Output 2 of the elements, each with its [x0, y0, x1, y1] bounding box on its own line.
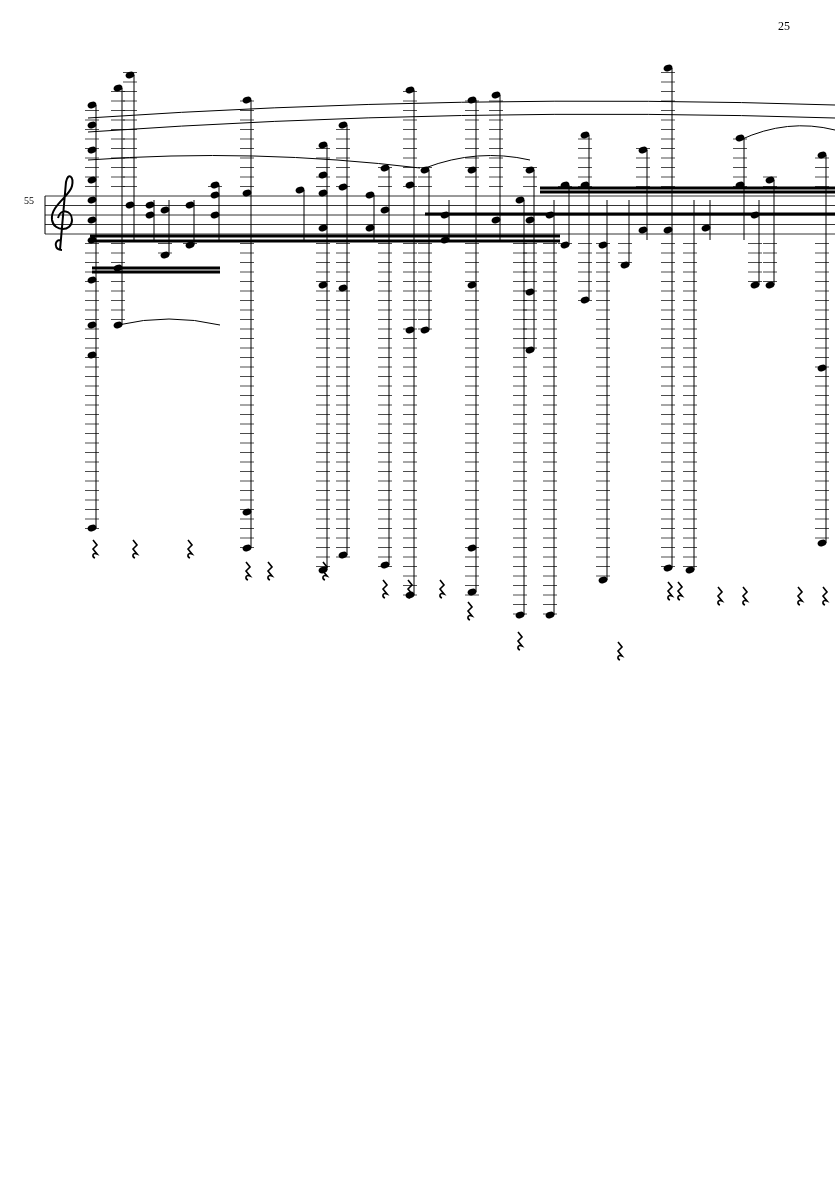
measure-number: 55	[24, 196, 34, 206]
page-number: 25	[778, 20, 790, 32]
